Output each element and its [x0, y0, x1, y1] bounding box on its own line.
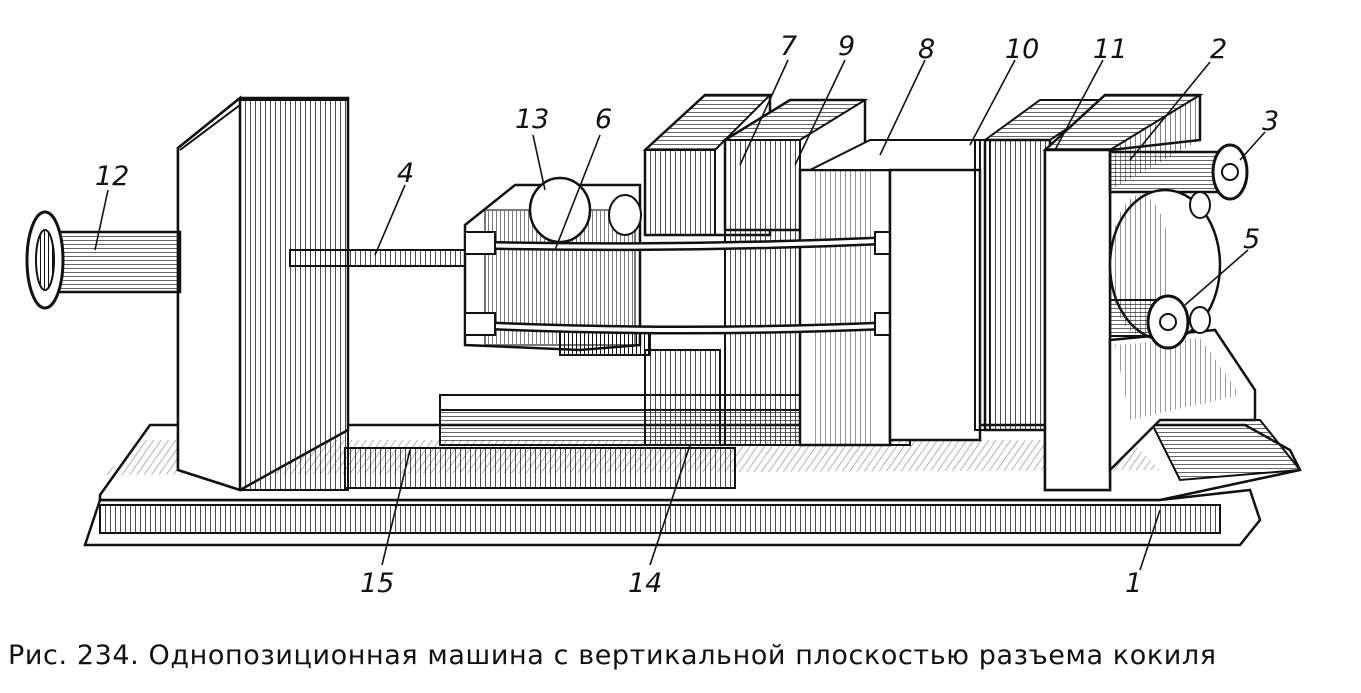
callout-10: 10 — [1005, 34, 1039, 65]
right-stationary-plate — [1042, 93, 1257, 492]
tie-rod — [289, 249, 476, 267]
left-stationary-plate — [176, 95, 350, 492]
right-pipe-upper — [1108, 143, 1249, 201]
left-pipe — [25, 210, 182, 310]
base-frame — [83, 419, 1302, 547]
leader-lines — [94, 59, 1266, 571]
callout-labels: 12 4 13 6 7 9 8 10 11 2 3 5 15 14 1 — [95, 31, 1279, 599]
callout-8: 8 — [918, 34, 935, 65]
callout-9: 9 — [838, 31, 855, 62]
right-pipe-lower — [1109, 294, 1190, 350]
guide-bars — [464, 231, 911, 336]
callout-14: 14 — [628, 568, 662, 599]
callout-12: 12 — [95, 161, 129, 192]
right-plate-front — [888, 99, 1114, 442]
callout-1: 1 — [1125, 568, 1142, 599]
callout-15: 15 — [360, 568, 394, 599]
callout-7: 7 — [780, 31, 797, 62]
callout-11: 11 — [1093, 34, 1127, 65]
callout-6: 6 — [595, 104, 612, 135]
moving-carriage — [463, 176, 651, 356]
callout-13: 13 — [515, 104, 549, 135]
callout-2: 2 — [1210, 34, 1227, 65]
center-column — [644, 139, 981, 447]
figure-caption: Рис. 234. Однопозиционная машина с верти… — [8, 640, 1217, 671]
callout-5: 5 — [1243, 224, 1260, 255]
callout-3: 3 — [1262, 106, 1279, 137]
callout-4: 4 — [397, 158, 414, 189]
